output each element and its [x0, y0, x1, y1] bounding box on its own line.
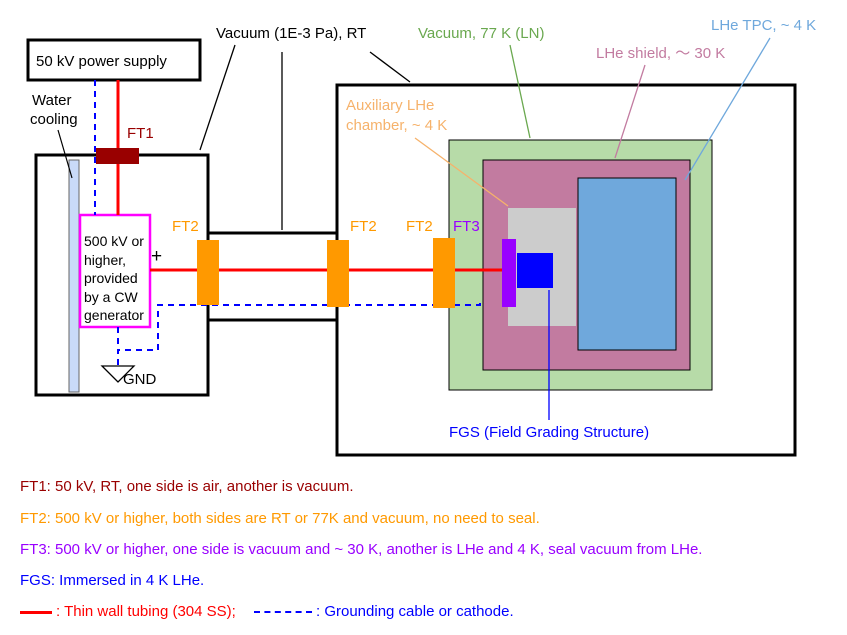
power-supply-box	[26, 38, 202, 82]
power-supply-label: 50 kV power supply	[36, 53, 167, 70]
ft2-label-right: FT2	[406, 218, 433, 235]
note-ft2: FT2: 500 kV or higher, both sides are RT…	[20, 510, 540, 527]
ft2-label-mid: FT2	[350, 218, 377, 235]
aux-chamber-label-line1: Auxiliary LHe	[346, 97, 434, 114]
cable-legend-text: : Grounding cable or cathode.	[316, 603, 514, 620]
lhe-shield-pointer	[614, 64, 646, 159]
vacuum-77k-pointer	[509, 44, 531, 139]
lhe-tpc	[577, 177, 677, 351]
note-ft1: FT1: 50 kV, RT, one side is air, another…	[20, 478, 354, 495]
ft2-label-left: FT2	[172, 218, 199, 235]
fgs-structure	[517, 253, 553, 288]
lhe-shield-label: LHe shield, ～ 30 K	[596, 45, 725, 62]
water-cooling-pointer	[57, 129, 73, 179]
grounding-cable-return	[117, 303, 481, 365]
water-cooling-column	[68, 159, 80, 393]
ground-icon	[100, 365, 136, 383]
tubing-legend-swatch	[20, 610, 52, 614]
cw-label-line3: provided	[84, 270, 138, 286]
water-cooling-label-line1: Water	[32, 92, 71, 109]
ft1-feedthrough	[96, 148, 139, 164]
aux-chamber-pointer	[414, 137, 509, 207]
cw-label-line4: by a CW	[84, 289, 138, 305]
vacuum-77k-label: Vacuum, 77 K (LN)	[418, 25, 544, 42]
lhe-tpc-pointer	[684, 37, 771, 181]
vacuum-rt-pointer-enclosure	[199, 44, 236, 151]
cw-label-line5: generator	[84, 307, 144, 323]
vacuum-rt-label: Vacuum (1E-3 Pa), RT	[216, 25, 366, 42]
tubing-legend-text: : Thin wall tubing (304 SS);	[56, 603, 236, 620]
gnd-label: GND	[123, 371, 157, 388]
legend-line: : Thin wall tubing (304 SS); : Grounding…	[20, 603, 514, 620]
cw-label-line2: higher,	[84, 252, 126, 268]
note-fgs: FGS: Immersed in 4 K LHe.	[20, 572, 205, 589]
plus-sign: +	[151, 246, 162, 267]
cw-generator-box	[78, 213, 152, 329]
ft2-feedthrough-left	[197, 240, 219, 305]
cable-legend-swatch	[254, 611, 312, 614]
aux-chamber-label-line2: chamber, ~ 4 K	[346, 117, 447, 134]
lhe-tpc-label: LHe TPC, ~ 4 K	[711, 17, 816, 34]
water-cooling-label-line2: cooling	[30, 111, 78, 128]
ft1-label: FT1	[127, 125, 154, 142]
fgs-label: FGS (Field Grading Structure)	[449, 424, 649, 441]
note-ft3: FT3: 500 kV or higher, one side is vacuu…	[20, 541, 703, 558]
ft2-feedthrough-right	[433, 238, 455, 308]
cw-label-line1: 500 kV or	[84, 233, 144, 249]
feedthrough-diagram: 50 kV power supply Water cooling 500 kV …	[26, 17, 816, 457]
ft3-feedthrough	[502, 239, 516, 307]
ft3-label: FT3	[453, 218, 480, 235]
vacuum-rt-pointer-cryostat	[369, 51, 411, 83]
ft2-feedthrough-mid	[327, 240, 349, 307]
